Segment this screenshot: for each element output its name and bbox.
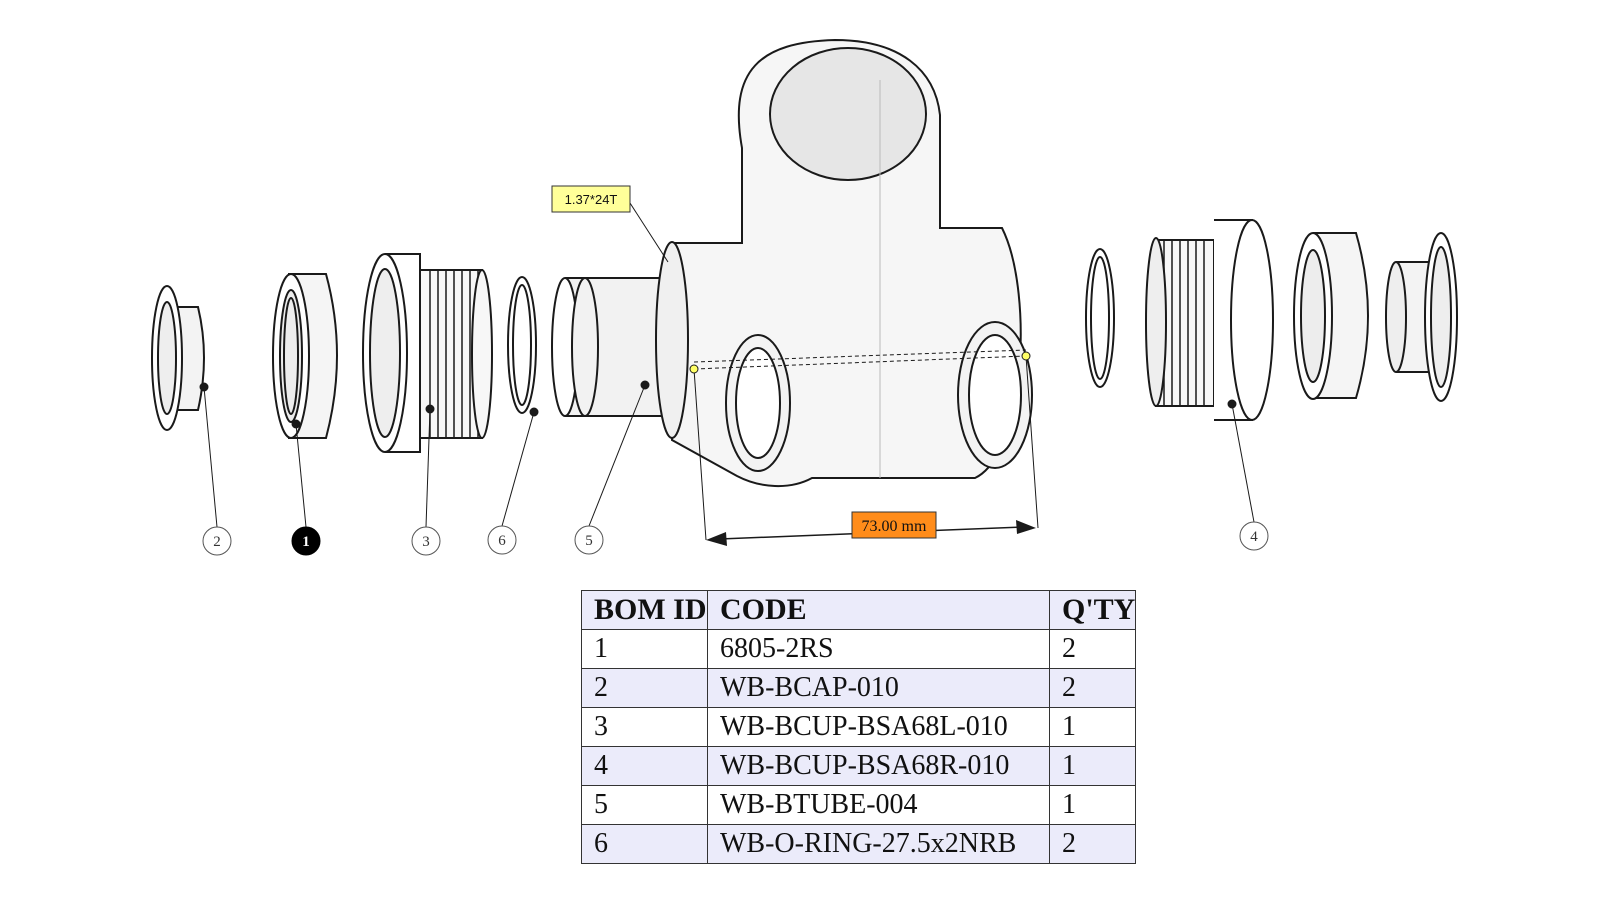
bom-header-qty: Q'TY [1048,590,1137,630]
bom-cell-id: 3 [581,707,708,747]
balloon-3 [411,526,441,556]
bearing-right [1293,232,1369,400]
bom-table: BOM ID CODE Q'TY 1 6805-2RS 2 2 WB-BCAP-… [581,590,1137,864]
bearing-cap-left [151,285,209,431]
balloon-6-label: 6 [498,533,506,549]
balloon-1-label: 1 [302,534,310,550]
balloon-2 [202,526,232,556]
bom-cell-id: 2 [581,668,708,708]
dimension-value-text: 73.00 mm [862,518,927,535]
bom-cell-code: WB-BCUP-BSA68R-010 [707,746,1050,786]
bom-cell-code: 6805-2RS [707,629,1050,669]
bom-cell-id: 6 [581,824,708,864]
thread-note-box [551,185,631,213]
bom-row: 2 WB-BCAP-010 2 [581,668,1137,708]
bom-row: 5 WB-BTUBE-004 1 [581,785,1137,825]
bb-shell [655,38,1033,487]
balloons: 2 1 3 6 5 4 [202,521,1269,556]
bom-cell-qty: 2 [1048,629,1137,669]
balloon-4-label: 4 [1250,529,1258,545]
balloon-6 [487,525,517,555]
bearing-cap-right [1385,232,1458,402]
bom-cell-id: 5 [581,785,708,825]
dimension-73mm [689,349,1039,546]
bom-cell-code: WB-BCAP-010 [707,668,1050,708]
bom-cell-qty: 2 [1048,824,1137,864]
bb-cup-left [362,253,493,453]
bom-row: 3 WB-BCUP-BSA68L-010 1 [581,707,1137,747]
o-ring-right [1085,248,1115,388]
bom-cell-qty: 1 [1048,746,1137,786]
bom-row: 4 WB-BCUP-BSA68R-010 1 [581,746,1137,786]
bom-row: 6 WB-O-RING-27.5x2NRB 2 [581,824,1137,864]
balloon-5-label: 5 [585,533,593,549]
dimension-value-box [851,511,937,539]
o-ring-left [507,276,539,417]
bb-tube [551,277,686,417]
balloon-3-label: 3 [422,534,430,550]
bearing-left [272,273,338,439]
bom-cell-qty: 1 [1048,707,1137,747]
bom-cell-qty: 1 [1048,785,1137,825]
bom-header-code: CODE [707,590,1050,630]
bom-header-id: BOM ID [581,590,708,630]
bom-cell-qty: 2 [1048,668,1137,708]
bom-cell-code: WB-BCUP-BSA68L-010 [707,707,1050,747]
bom-cell-code: WB-BTUBE-004 [707,785,1050,825]
balloon-5 [574,525,604,555]
leader-lines [203,202,1255,528]
balloon-4 [1239,521,1269,551]
bom-cell-code: WB-O-RING-27.5x2NRB [707,824,1050,864]
bom-cell-id: 4 [581,746,708,786]
balloon-1 [291,526,321,556]
balloon-2-label: 2 [213,534,221,550]
bom-row: 1 6805-2RS 2 [581,629,1137,669]
thread-note-text: 1.37*24T [565,192,618,207]
bom-cell-id: 1 [581,629,708,669]
bom-header-row: BOM ID CODE Q'TY [581,590,1137,630]
bb-cup-right [1145,219,1274,421]
